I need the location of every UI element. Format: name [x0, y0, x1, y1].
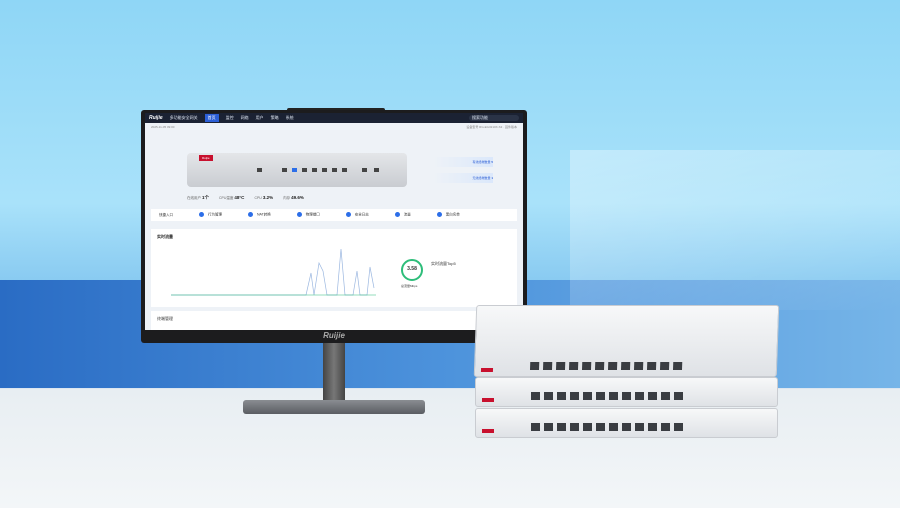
app-title: 多功能安全网关 [169, 115, 198, 120]
quick-item[interactable]: 黑白名单 [436, 212, 460, 218]
background-glow [570, 150, 900, 310]
subheader: 2025-11-05 09:00 设备型号 RG-EG3210X-S3 · 固件… [145, 123, 523, 131]
quick-item[interactable]: 行为管理 [199, 212, 222, 218]
monitor-screen: Ruijie 多功能安全网关 首页 监控 网络 用户 策略 系统 搜索功能 20… [145, 113, 523, 330]
port[interactable] [257, 168, 262, 172]
quick-item[interactable]: NAT转换 [248, 212, 271, 218]
port[interactable] [342, 168, 347, 172]
gateway-device-top [473, 305, 780, 377]
device-illustration: Ruijie [187, 153, 407, 187]
quick-item[interactable]: 流量 [394, 212, 411, 218]
nav-home[interactable]: 首页 [204, 114, 219, 122]
quick-item[interactable]: 安全日志 [345, 212, 369, 218]
stat-users: 在线用户 1个 [187, 195, 209, 200]
traffic-panel: 实时流量 3.58 总流量Mbps 实时流量Top5 [151, 229, 517, 307]
nav-users[interactable]: 用户 [255, 115, 264, 120]
monitor-stand-neck [323, 343, 345, 403]
device-info: 设备型号 RG-EG3210X-S3 · 固件版本 [466, 125, 517, 129]
search-input[interactable]: 搜索功能 [469, 115, 519, 121]
port[interactable] [312, 168, 317, 172]
traffic-title: 实时流量 [157, 234, 173, 239]
port[interactable] [332, 168, 337, 172]
logo: Ruijie [149, 115, 163, 121]
timestamp: 2025-11-05 09:00 [151, 125, 175, 129]
monitor-stand-base [243, 400, 425, 414]
nav-monitor[interactable]: 监控 [225, 115, 234, 120]
traffic-unit: 总流量Mbps [401, 284, 418, 288]
device-stats: 在线用户 1个 CPU温度 48°C CPU 3.2% 内存 49.6% [187, 195, 304, 201]
terminal-title: 终端管理 [157, 316, 173, 321]
port[interactable] [362, 168, 367, 172]
nav-network[interactable]: 网络 [240, 115, 249, 120]
quick-entry-bar: 快捷入口 行为管理 NAT转换 物理端口 安全日志 流量 黑白名单 [151, 209, 517, 221]
quick-label: 快捷入口 [159, 212, 173, 217]
gateway-device-middle [475, 377, 778, 407]
stat-memory: 内存 49.6% [283, 195, 304, 200]
wireless-clients-badge[interactable]: 无线终端数量 1 [433, 173, 493, 183]
port[interactable] [282, 168, 287, 172]
port[interactable] [374, 168, 379, 172]
top5-title: 实时流量Top5 [431, 261, 456, 266]
monitor-logo: Ruijie [323, 331, 345, 340]
port[interactable] [292, 168, 297, 172]
monitor: Ruijie 多功能安全网关 首页 监控 网络 用户 策略 系统 搜索功能 20… [141, 110, 527, 343]
port[interactable] [302, 168, 307, 172]
wired-clients-badge[interactable]: 有线终端数量 5 [433, 157, 493, 167]
stat-temp: CPU温度 48°C [219, 195, 245, 200]
top-nav: Ruijie 多功能安全网关 首页 监控 网络 用户 策略 系统 搜索功能 [145, 113, 523, 123]
terminal-panel: 终端管理 [151, 311, 517, 330]
gateway-device-bottom [475, 408, 778, 438]
total-traffic-ring: 3.58 [401, 259, 423, 281]
quick-item[interactable]: 物理端口 [296, 212, 320, 218]
traffic-chart [171, 248, 376, 296]
device-brand: Ruijie [199, 155, 213, 161]
nav-system[interactable]: 系统 [285, 115, 294, 120]
stat-cpu: CPU 3.2% [254, 195, 274, 200]
nav-policy[interactable]: 策略 [270, 115, 279, 120]
port[interactable] [322, 168, 327, 172]
